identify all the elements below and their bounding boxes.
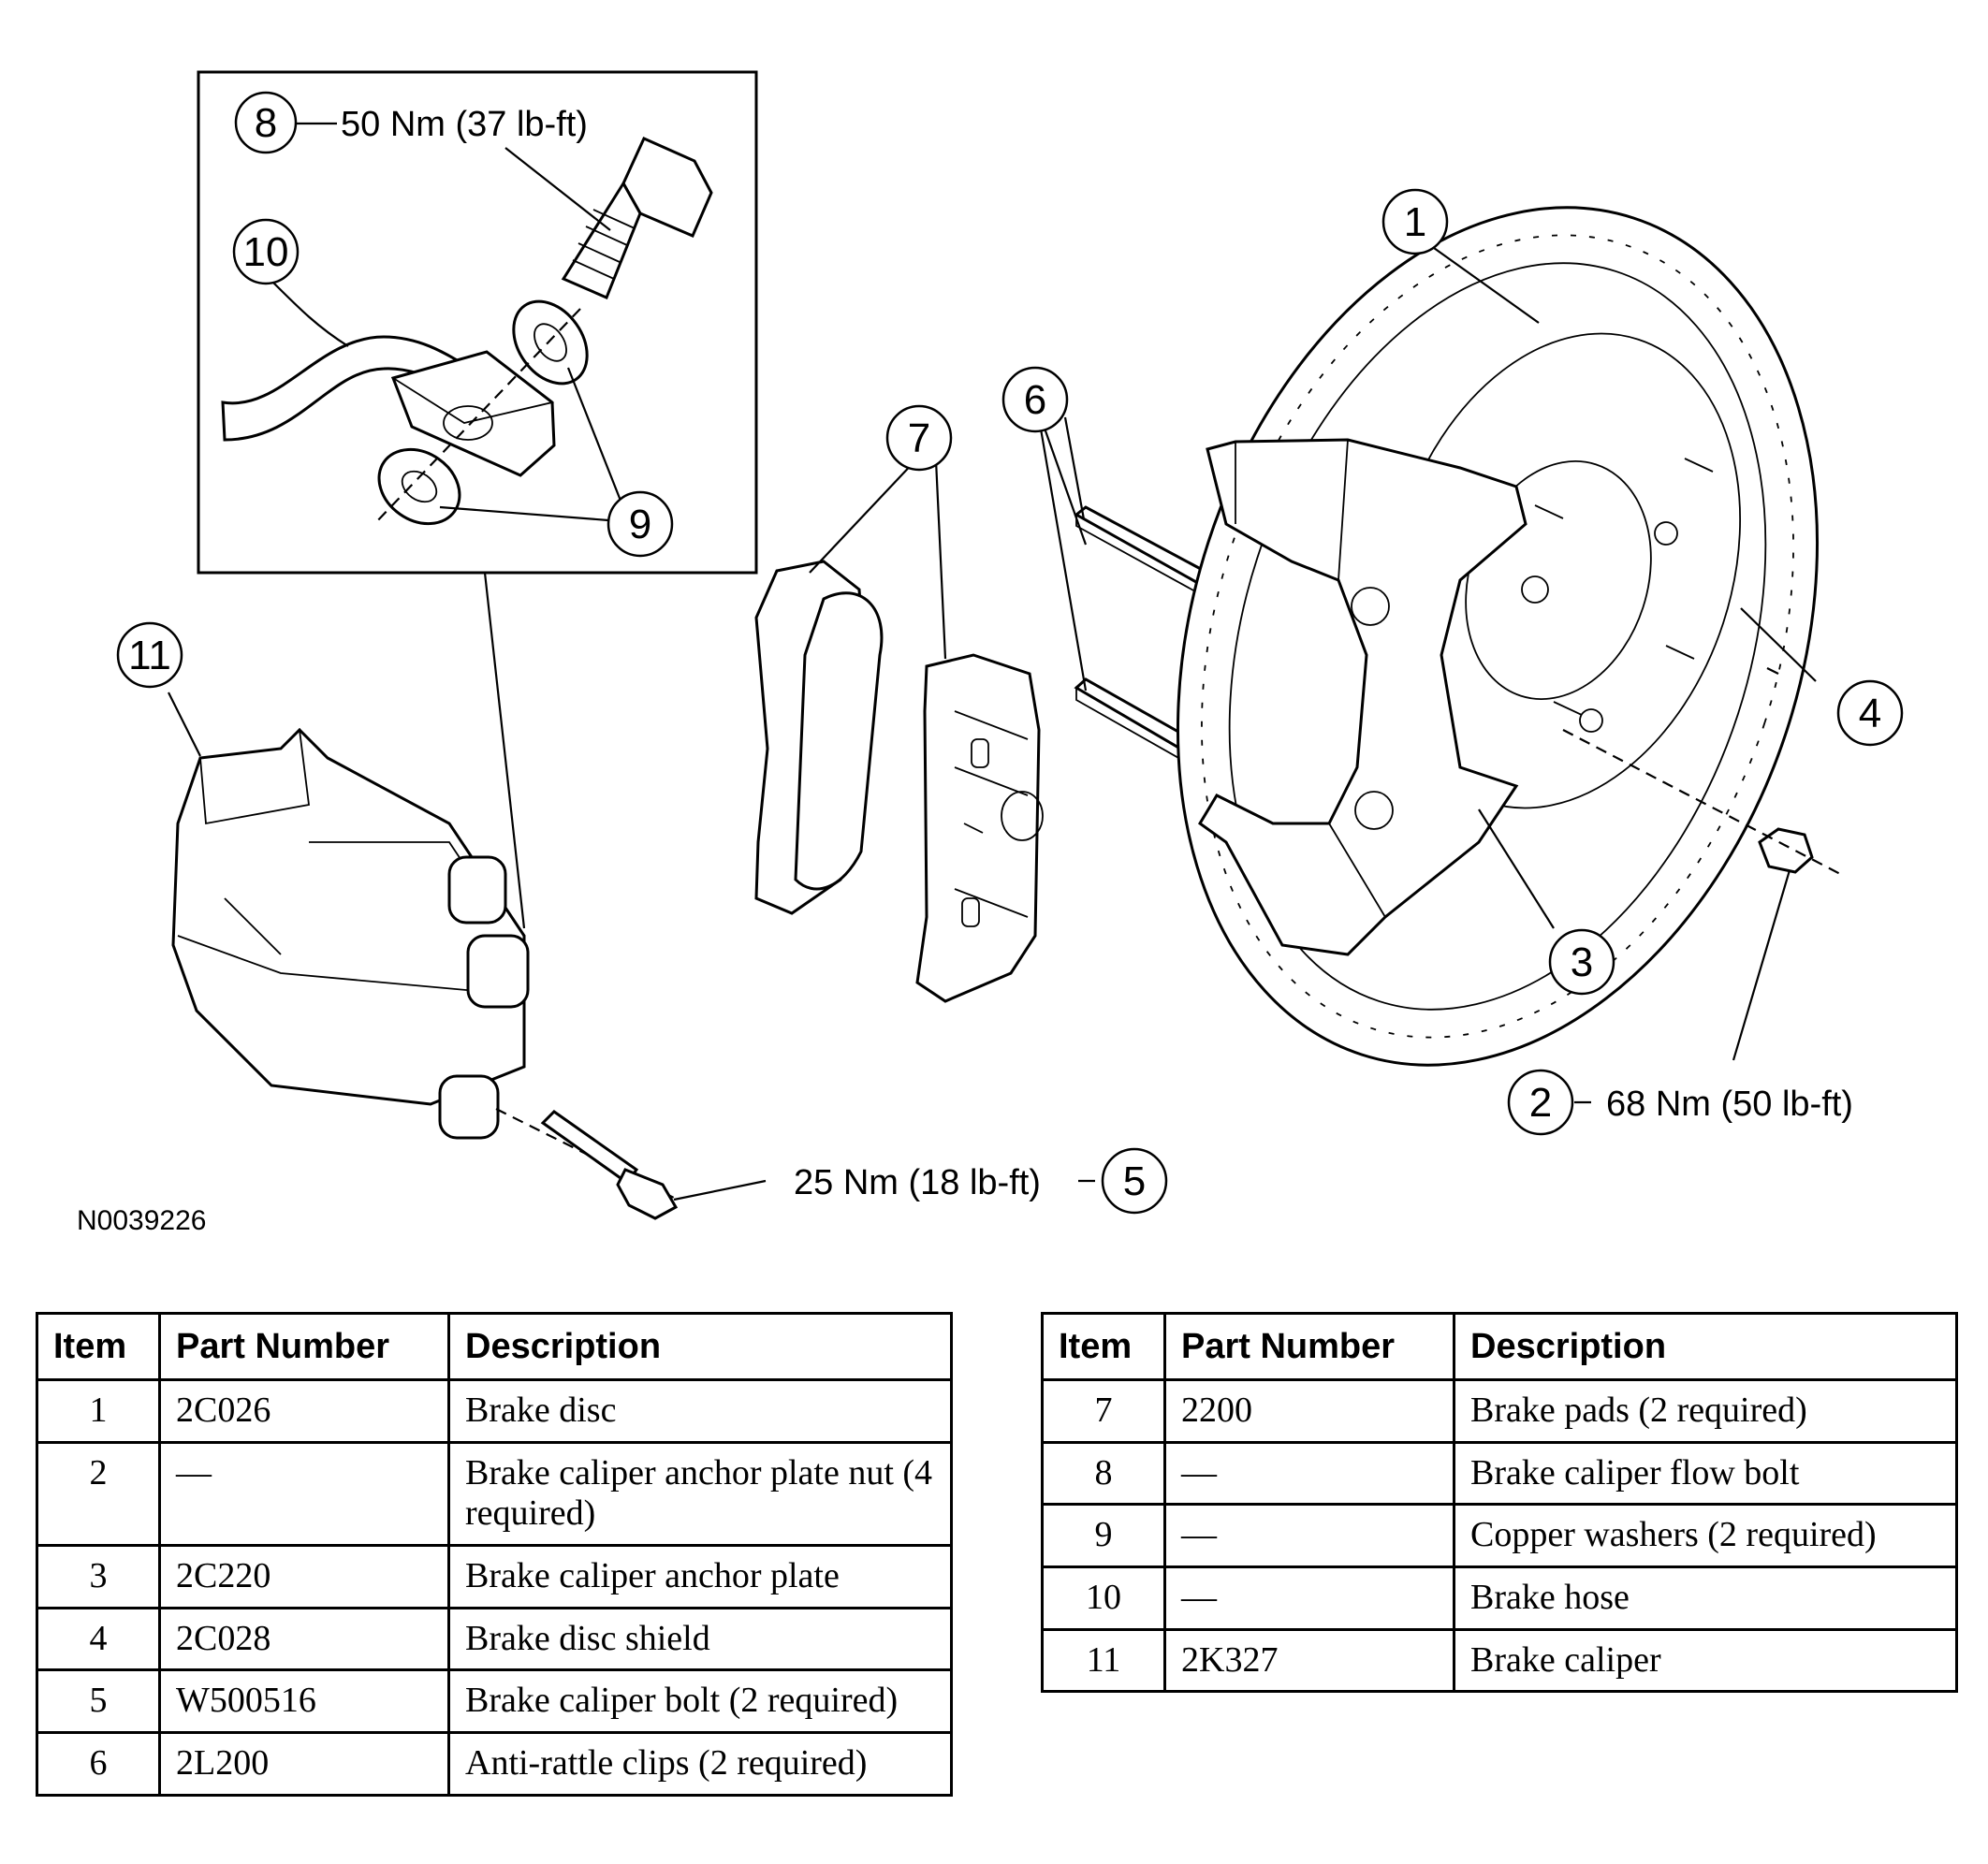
callout-11: 11 <box>116 621 183 689</box>
column-header-description: Description <box>1453 1312 1958 1381</box>
brake-pad-outer-drawing <box>754 560 884 915</box>
part-number: 2C220 <box>158 1544 450 1609</box>
part-number: 2C026 <box>158 1378 450 1444</box>
part-description: Brake caliper anchor plate <box>447 1544 953 1609</box>
svg-text:9: 9 <box>629 502 651 547</box>
brake-disc-drawing <box>1176 206 1820 1067</box>
callout-3: 3 <box>1548 928 1615 996</box>
part-description: Copper washers (2 required) <box>1453 1503 1958 1569</box>
callout-5: 5 <box>1101 1147 1168 1215</box>
item-number: 7 <box>1041 1378 1166 1444</box>
svg-text:8: 8 <box>255 100 277 146</box>
column-header-description: Description <box>447 1312 953 1381</box>
table-row: 6 2L200 Anti-rattle clips (2 required) <box>36 1731 953 1797</box>
item-number: 10 <box>1041 1565 1166 1631</box>
column-header-part-number: Part Number <box>1163 1312 1455 1381</box>
part-description: Brake pads (2 required) <box>1453 1378 1958 1444</box>
figure-number: N0039226 <box>77 1205 206 1236</box>
svg-text:1: 1 <box>1404 199 1426 245</box>
column-header-part-number: Part Number <box>158 1312 450 1381</box>
column-header-item: Item <box>36 1312 161 1381</box>
parts-table-left: Item Part Number Description 1 2C026 Bra… <box>36 1312 953 1797</box>
parts-table-right: Item Part Number Description 7 2200 Brak… <box>1041 1312 1958 1694</box>
part-description: Brake caliper bolt (2 required) <box>447 1668 953 1735</box>
anchor-plate-drawing <box>1198 438 1528 956</box>
item-number: 2 <box>36 1440 161 1548</box>
part-number: 2L200 <box>158 1731 450 1797</box>
part-description: Anti-rattle clips (2 required) <box>447 1731 953 1797</box>
callout-1: 1 <box>1381 188 1449 255</box>
svg-text:11: 11 <box>128 633 171 678</box>
table-row: 11 2K327 Brake caliper <box>1041 1627 1958 1694</box>
brake-caliper-drawing <box>171 727 679 1220</box>
svg-text:2: 2 <box>1529 1080 1552 1126</box>
svg-text:10: 10 <box>243 229 289 275</box>
table-row: 2 — Brake caliper anchor plate nut (4 re… <box>36 1440 953 1548</box>
part-description: Brake hose <box>1453 1565 1958 1631</box>
svg-text:7: 7 <box>908 415 930 461</box>
item-number: 11 <box>1041 1627 1166 1694</box>
brake-pad-inner-drawing <box>915 653 1044 1003</box>
part-description: Brake caliper flow bolt <box>1453 1440 1958 1507</box>
part-number: — <box>1163 1565 1455 1631</box>
item-number: 6 <box>36 1731 161 1797</box>
item-number: 8 <box>1041 1440 1166 1507</box>
svg-text:6: 6 <box>1024 377 1046 423</box>
part-number: 2K327 <box>1163 1627 1455 1694</box>
column-header-item: Item <box>1041 1312 1166 1381</box>
svg-text:3: 3 <box>1571 939 1593 985</box>
part-description: Brake disc <box>447 1378 953 1444</box>
torque-label-item-5: 25 Nm (18 lb-ft) <box>794 1163 1041 1202</box>
svg-text:4: 4 <box>1859 691 1881 736</box>
table-row: 8 — Brake caliper flow bolt <box>1041 1440 1958 1507</box>
part-number: 2C028 <box>158 1606 450 1672</box>
part-description: Brake caliper anchor plate nut (4 requir… <box>447 1440 953 1548</box>
item-number: 9 <box>1041 1503 1166 1569</box>
item-number: 5 <box>36 1668 161 1735</box>
part-number: — <box>1163 1440 1455 1507</box>
callout-10: 10 <box>232 218 300 285</box>
part-number: — <box>1163 1503 1455 1569</box>
table-row: 5 W500516 Brake caliper bolt (2 required… <box>36 1668 953 1735</box>
part-description: Brake caliper <box>1453 1627 1958 1694</box>
svg-text:5: 5 <box>1123 1158 1146 1204</box>
callout-7: 7 <box>885 404 953 472</box>
table-row: 4 2C028 Brake disc shield <box>36 1606 953 1672</box>
callout-4: 4 <box>1836 679 1904 747</box>
table-header-row: Item Part Number Description <box>1041 1312 1958 1381</box>
item-number: 3 <box>36 1544 161 1609</box>
table-row: 7 2200 Brake pads (2 required) <box>1041 1378 1958 1444</box>
table-row: 3 2C220 Brake caliper anchor plate <box>36 1544 953 1609</box>
item-number: 1 <box>36 1378 161 1444</box>
callout-9: 9 <box>607 490 674 558</box>
item-number: 4 <box>36 1606 161 1672</box>
part-number: — <box>158 1440 450 1548</box>
table-header-row: Item Part Number Description <box>36 1312 953 1381</box>
torque-label-item-2: 68 Nm (50 lb-ft) <box>1606 1085 1853 1124</box>
brake-hose-drawing <box>221 335 556 477</box>
callout-6: 6 <box>1001 366 1069 433</box>
part-number: W500516 <box>158 1668 450 1735</box>
part-description: Brake disc shield <box>447 1606 953 1672</box>
table-row: 1 2C026 Brake disc <box>36 1378 953 1444</box>
table-row: 10 — Brake hose <box>1041 1565 1958 1631</box>
inset-frame <box>197 70 758 575</box>
callout-8: 8 <box>234 91 298 154</box>
flow-bolt-drawing <box>561 137 713 299</box>
torque-label-item-8: 50 Nm (37 lb-ft) <box>341 105 588 144</box>
washer-drawing <box>512 299 589 386</box>
callout-2: 2 <box>1507 1069 1574 1136</box>
anchor-plate-nut-drawing <box>1758 827 1814 874</box>
part-number: 2200 <box>1163 1378 1455 1444</box>
table-row: 9 — Copper washers (2 required) <box>1041 1503 1958 1569</box>
